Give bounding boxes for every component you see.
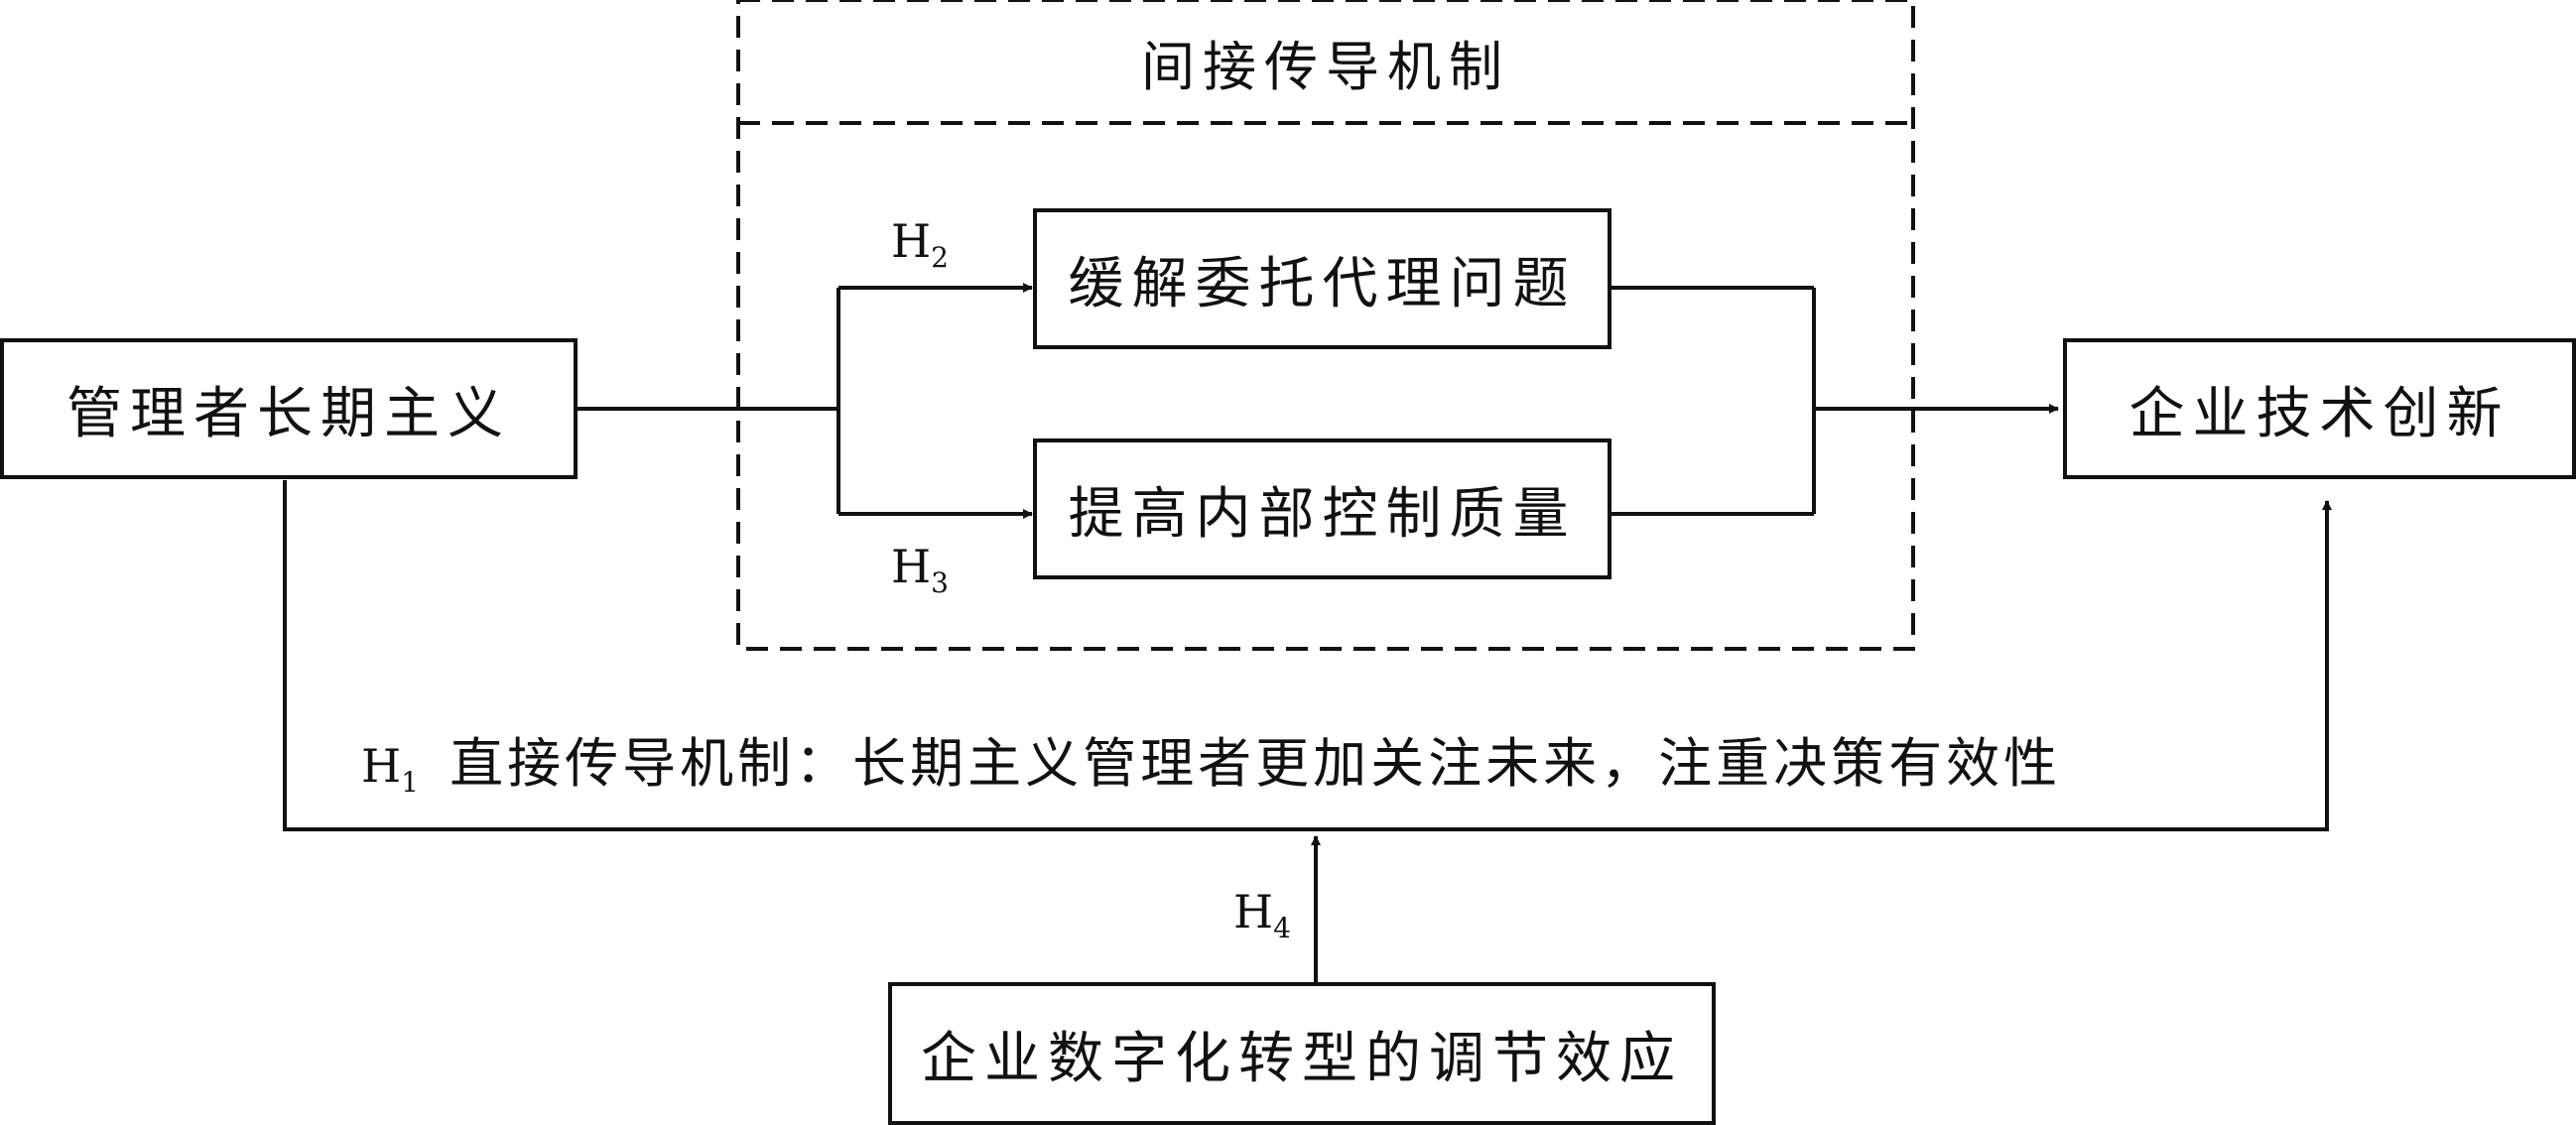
direct-mechanism-text: 直接传导机制：长期主义管理者更加关注未来，注重决策有效性 [450,732,2062,795]
box-managerial-long-termism-text: 管理者长期主义 [66,381,511,446]
hypothesis-h1-label: H1 [361,739,419,799]
direct-mechanism-label: H1 直接传导机制：长期主义管理者更加关注未来，注重决策有效性 [361,737,2061,797]
hypothesis-h2-label: H2 [891,214,949,274]
box-technological-innovation-text: 企业技术创新 [2128,381,2511,446]
direct-path-line [283,480,2332,831]
box-digital-transformation-moderator-text: 企业数字化转型的调节效应 [921,1026,1683,1091]
box-agency-problem-mediator: 缓解委托代理问题 [1033,208,1611,349]
box-digital-transformation-moderator: 企业数字化转型的调节效应 [888,982,1716,1125]
indirect-mechanism-title-text: 间接传导机制 [1141,35,1510,98]
box-internal-control-mediator-text: 提高内部控制质量 [1068,481,1577,547]
hypothesis-h3-label: H3 [891,540,949,599]
box-agency-problem-mediator-text: 缓解委托代理问题 [1068,251,1577,316]
box-internal-control-mediator: 提高内部控制质量 [1033,438,1611,579]
box-managerial-long-termism: 管理者长期主义 [0,338,578,479]
indirect-mechanism-panel [736,0,1915,651]
box-technological-innovation: 企业技术创新 [2063,338,2576,479]
indirect-mechanism-title: 间接传导机制 [738,0,1913,123]
hypothesis-h4-label: H4 [1233,885,1291,944]
